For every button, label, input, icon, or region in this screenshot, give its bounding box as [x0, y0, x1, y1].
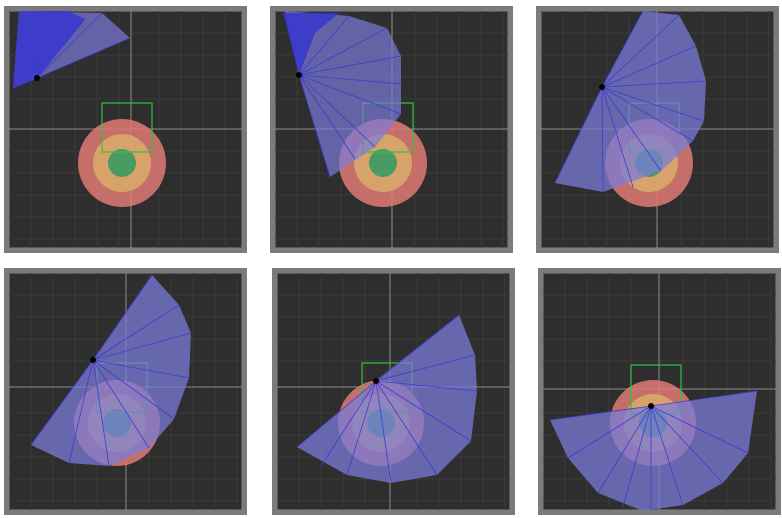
- sim-viewport-frame-4: [4, 268, 247, 515]
- agent-marker: [34, 75, 40, 81]
- vision-cone: [296, 314, 478, 484]
- vision-cone: [283, 11, 403, 178]
- viewport-canvas: [277, 273, 510, 510]
- sim-viewport-frame-2: [270, 6, 513, 253]
- vision-cone: [12, 11, 131, 89]
- target-inner-ring: [108, 149, 136, 177]
- viewport-canvas: [543, 273, 776, 510]
- viewport-canvas: [275, 11, 508, 248]
- vision-cone: [549, 390, 758, 510]
- target-box: [101, 102, 153, 153]
- agent-marker: [296, 72, 302, 78]
- sim-viewport-frame-3: [536, 6, 779, 253]
- sim-viewport-frame-6: [538, 268, 781, 515]
- vision-cone: [554, 11, 707, 193]
- agent-marker: [90, 357, 96, 363]
- agent-marker: [648, 403, 654, 409]
- target-inner-ring: [369, 149, 397, 177]
- sim-viewport-frame-1: [4, 6, 247, 253]
- agent-marker: [599, 84, 605, 90]
- agent-marker: [373, 378, 379, 384]
- viewport-canvas: [541, 11, 774, 248]
- vision-cone: [30, 274, 192, 467]
- target: [78, 102, 166, 207]
- sim-viewport-frame-5: [272, 268, 515, 515]
- viewport-canvas: [9, 11, 242, 248]
- viewport-canvas: [9, 273, 242, 510]
